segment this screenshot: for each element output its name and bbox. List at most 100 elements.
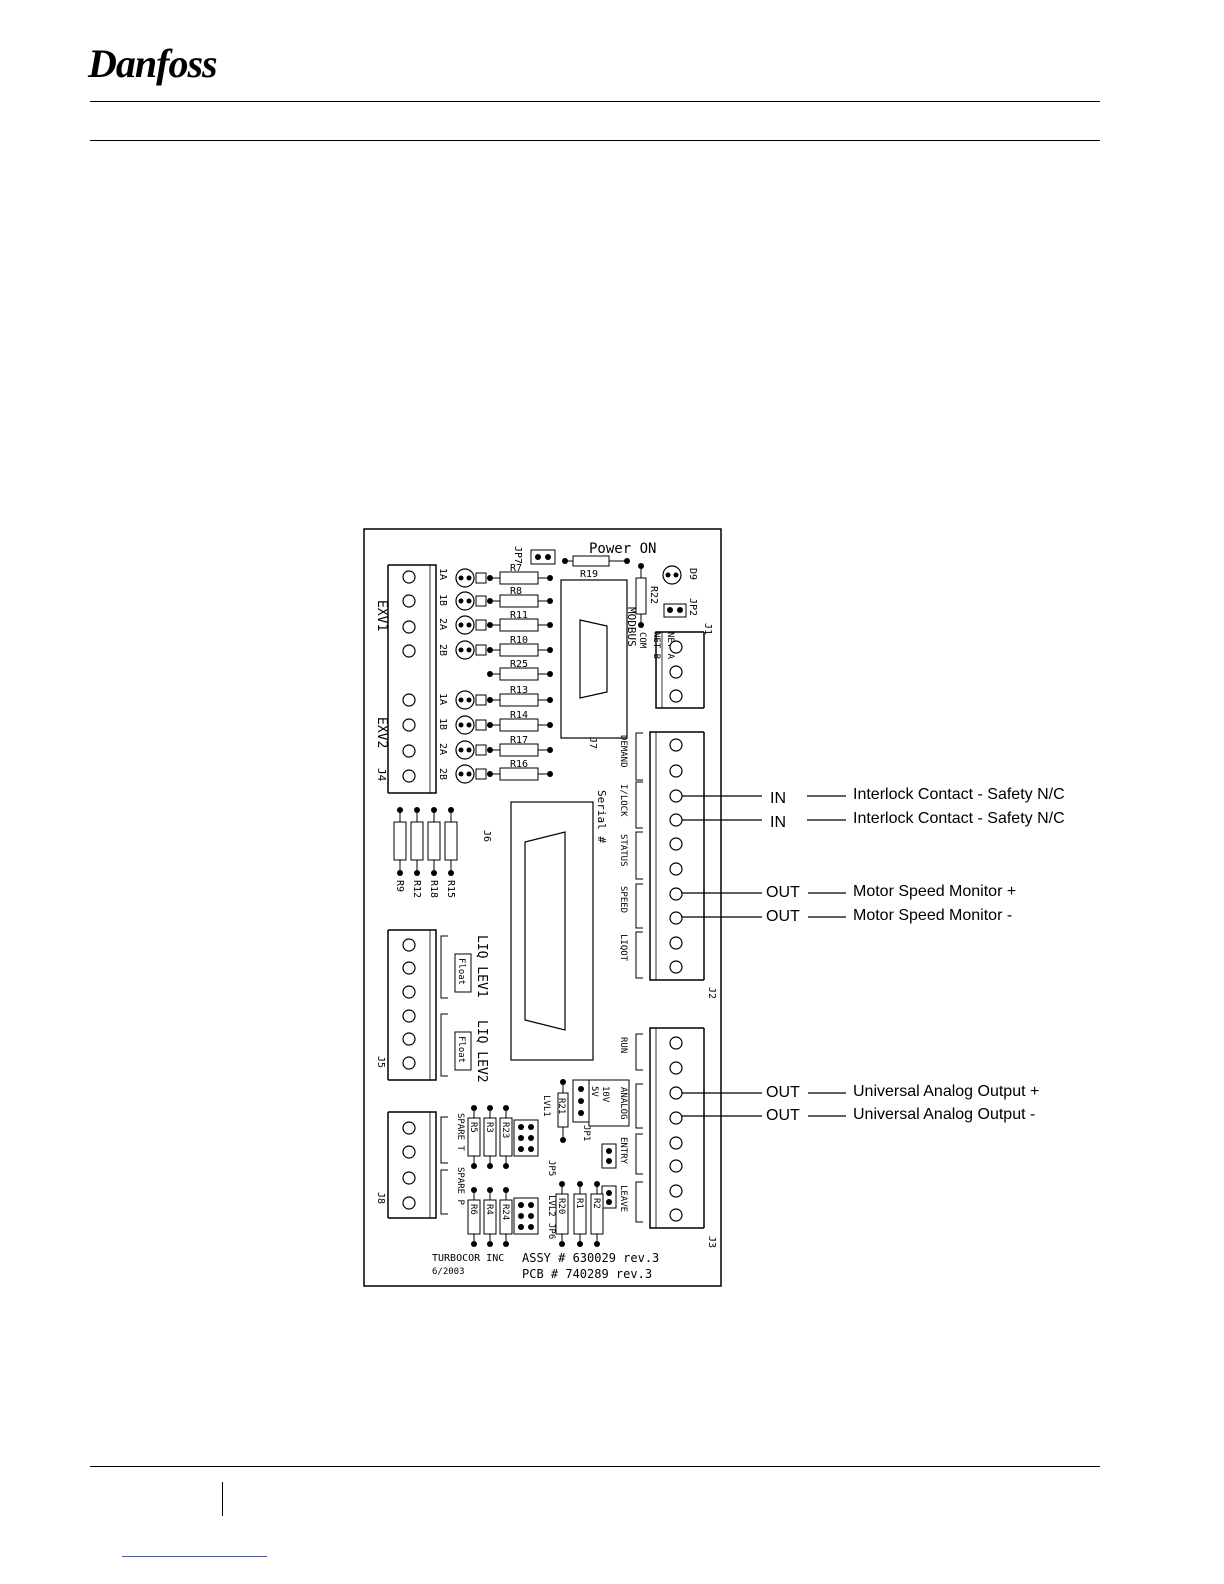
callout-label: Motor Speed Monitor - [853,907,1013,924]
j5-pin [402,961,416,975]
resistor-body [499,643,539,657]
jp2-label: JP2 [687,598,698,616]
j2-label: J2 [706,987,717,999]
spare-t-label: SPARE T [455,1113,465,1152]
resistor-label: R17 [510,735,528,746]
led-pin [466,622,472,628]
resistor-pad [471,1163,477,1169]
analog-10v-label: 10V [600,1086,610,1103]
r19-resistor [572,555,610,567]
j5-group-bracket [440,935,448,999]
j2-pin [669,887,683,901]
float-box [454,1031,472,1071]
jp2-pin [677,607,683,613]
resistor-label: R11 [510,610,528,621]
db25-shell [524,831,566,1031]
resistor-pad [487,1187,493,1193]
jp1-pin [578,1098,584,1104]
header-pin [518,1224,524,1230]
j8-group-bracket [440,1116,448,1164]
exv-pin-label: 1A [437,568,448,580]
header-pin [518,1124,524,1130]
resistor-body [573,1193,587,1235]
led-pin [466,697,472,703]
jp2-pin [667,607,673,613]
j2-pin [669,837,683,851]
danfoss-logo: Danfoss [88,40,218,87]
d9-led [662,565,682,585]
j2-group-label: LIQOT [618,934,628,962]
entry-jumper [601,1143,617,1169]
j3-group-bracket [635,1083,643,1129]
jp5-label: JP5 [546,1160,556,1176]
callout-direction: OUT [766,1084,800,1101]
j5-group-bracket [440,1013,448,1077]
resistor-label: R4 [484,1204,494,1215]
resistor-pad [414,870,420,876]
resistor-pad [471,1105,477,1111]
j3-pin [669,1061,683,1075]
resistor-body [499,618,539,632]
analog-select-box [588,1079,630,1127]
resistor-pad [503,1187,509,1193]
modbus-label: MODBUS [625,607,638,647]
analog-5v-label: 5V [589,1086,599,1097]
j3-connector [649,1027,705,1229]
j4-pin [402,693,416,707]
resistor-pad [559,1241,565,1247]
resistor-body [467,1117,481,1157]
led-pin [466,598,472,604]
led-pin [466,647,472,653]
jp7-label: JP7 [512,546,523,564]
maker-label: TURBOCOR INC [432,1253,504,1264]
j2-pin [669,738,683,752]
jp7-pin [535,554,541,560]
resistor-pad [577,1241,583,1247]
j5-pin [402,938,416,952]
resistor-pad [471,1187,477,1193]
resistor-body [427,821,441,861]
j8-pin [402,1121,416,1135]
leave-pin [606,1199,612,1205]
resistor-pad [397,870,403,876]
r19-label: R19 [580,569,598,580]
resistor-pad [487,1105,493,1111]
j2-pin [669,936,683,950]
spare-p-label: SPARE P [455,1167,465,1206]
led-pin [466,771,472,777]
resistor-body [467,1199,481,1235]
led-pin [466,747,472,753]
resistor-body [410,821,424,861]
j3-pin [669,1184,683,1198]
header-pin [528,1213,534,1219]
resistor-body [483,1117,497,1157]
j2-pin [669,960,683,974]
j5-label: J5 [375,1056,386,1068]
header-pin [528,1124,534,1130]
status-led [455,715,475,735]
led-pin [458,771,464,777]
modbus-pin-label: COM [637,632,647,649]
pcb-label: PCB # 740289 rev.3 [522,1267,652,1281]
led-marker [475,572,487,584]
header-pin [518,1202,524,1208]
resistor-pad [414,807,420,813]
jp1-pin [578,1110,584,1116]
callout-label: Universal Analog Output + [853,1083,1040,1100]
resistor-body [555,1193,569,1235]
j5-pin [402,985,416,999]
j6-label: J6 [481,830,492,842]
r22-pad [638,563,644,569]
pin-header [513,1119,539,1157]
footer-link-underline [122,1556,267,1557]
led-marker [475,744,487,756]
d9-label: D9 [687,568,698,580]
status-led [455,764,475,784]
led-pin [458,722,464,728]
resistor-pad [487,671,493,677]
resistor-pad [487,1163,493,1169]
r21-label: R21 [556,1098,566,1114]
serial-label: Serial # [595,790,608,843]
resistor-pad [487,647,493,653]
j1-pin [669,665,683,679]
